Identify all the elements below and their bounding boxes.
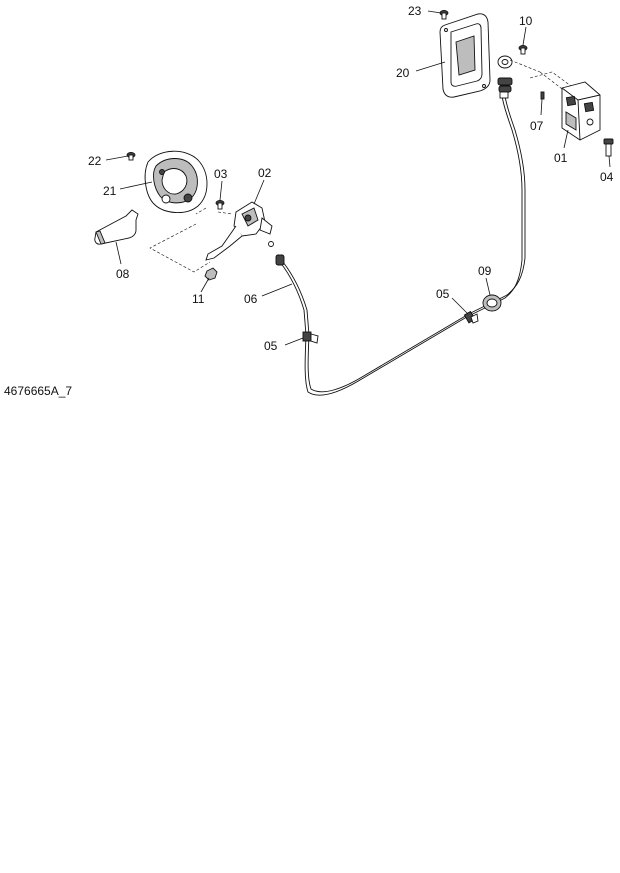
clip-05-right	[463, 310, 479, 324]
handle-housing-21	[144, 150, 208, 213]
callout-20: 20	[396, 66, 410, 80]
screw-22	[126, 152, 136, 161]
callout-05-left: 05	[264, 339, 278, 353]
callout-22: 22	[88, 154, 102, 168]
callout-04: 04	[600, 170, 614, 184]
callout-02: 02	[258, 166, 272, 180]
callout-10: 10	[519, 14, 533, 28]
bolt-04	[603, 138, 614, 157]
cable-connector-lower	[268, 241, 285, 266]
drawing-id: 4676665A_7	[4, 384, 73, 398]
latch-01	[561, 81, 601, 141]
clip-05-left	[302, 331, 319, 344]
cable-06	[279, 95, 523, 396]
screw-10	[518, 45, 528, 55]
bracket-02	[205, 201, 273, 261]
callout-08: 08	[116, 267, 130, 281]
callout-06: 06	[244, 292, 258, 306]
leader-lines	[105, 10, 611, 346]
pin-07	[540, 91, 545, 100]
callout-05-right: 05	[436, 287, 450, 301]
cable-06-inner	[282, 95, 526, 393]
callout-07: 07	[530, 119, 544, 133]
callout-11: 11	[192, 292, 205, 306]
callout-01: 01	[554, 151, 568, 165]
bezel-20	[439, 13, 491, 98]
nut-11	[204, 267, 218, 281]
cable-connector-upper	[497, 55, 513, 99]
callout-09: 09	[478, 264, 492, 278]
callout-03: 03	[214, 167, 228, 181]
callout-21: 21	[103, 184, 117, 198]
screw-03	[215, 200, 225, 210]
handle-lever-08	[94, 209, 139, 245]
dashed-guide-handle	[149, 207, 233, 273]
callout-23: 23	[408, 4, 422, 18]
screw-23	[439, 10, 449, 20]
grommet-09	[482, 294, 502, 312]
